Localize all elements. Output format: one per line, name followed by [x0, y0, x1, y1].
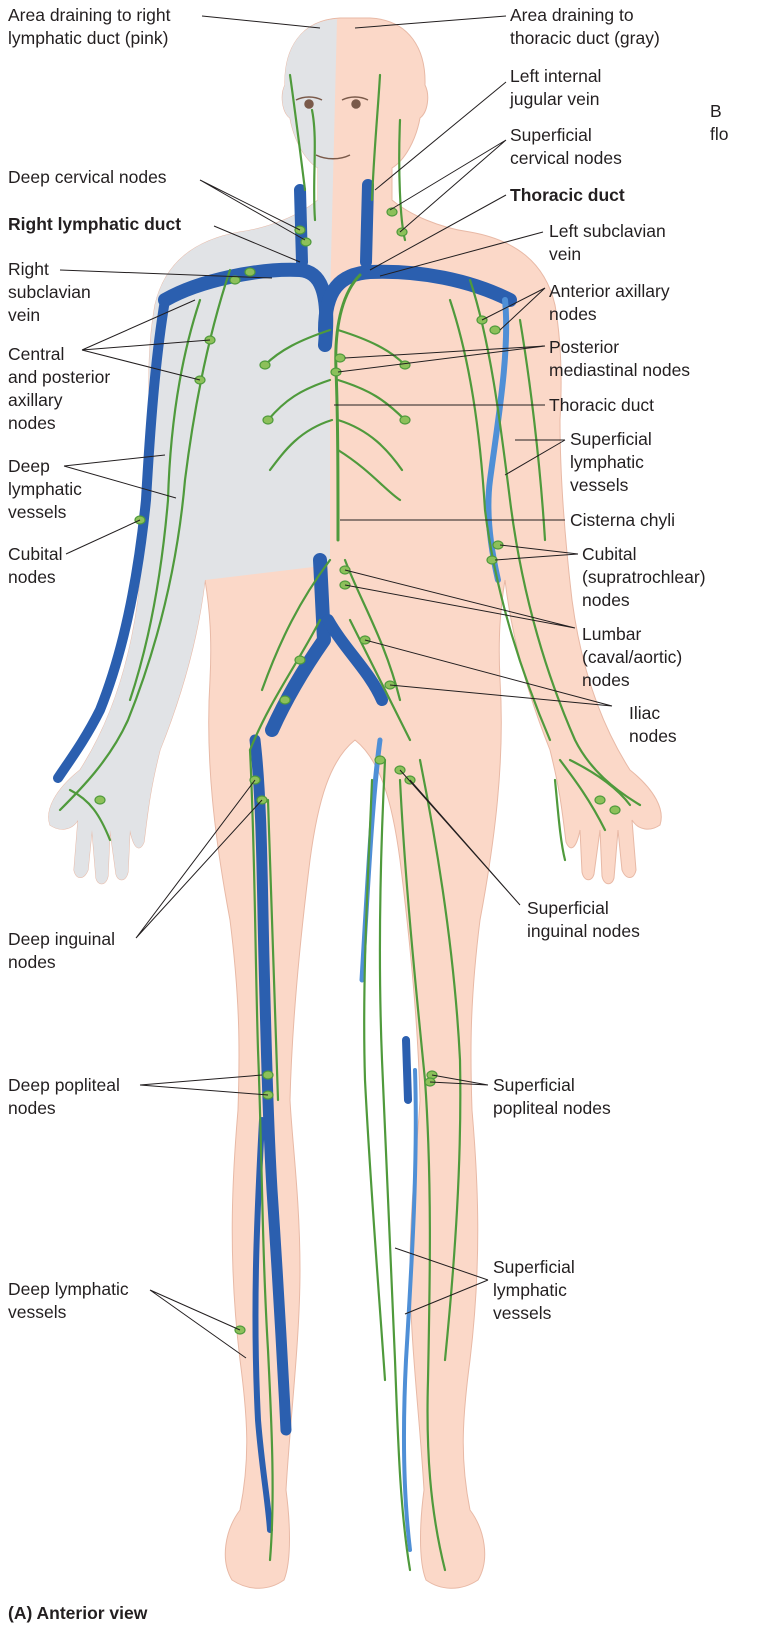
label-superficial-cervical: Superficial cervical nodes [510, 124, 622, 170]
label-anterior-axillary: Anterior axillary nodes [549, 280, 670, 326]
label-cisterna: Cisterna chyli [570, 509, 675, 532]
lymph-node [595, 796, 605, 804]
lymph-node [335, 354, 345, 362]
label-iliac: Iliac nodes [629, 702, 677, 748]
lymph-node [610, 806, 620, 814]
label-cubital-left: Cubital (supratrochlear) nodes [582, 543, 706, 612]
lymph-node [375, 756, 385, 764]
label-deep-inguinal: Deep inguinal nodes [8, 928, 115, 974]
lymph-node [301, 238, 311, 246]
label-superficial-lymphatic-leg: Superficial lymphatic vessels [493, 1256, 575, 1325]
label-left-subclavian: Left subclavian vein [549, 220, 666, 266]
lymph-node [260, 361, 270, 369]
label-deep-cervical: Deep cervical nodes [8, 166, 167, 189]
label-deep-lymphatic-leg: Deep lymphatic vessels [8, 1278, 129, 1324]
cut-off-text: B flo [710, 100, 728, 146]
figure-caption: (A) Anterior view [8, 1602, 147, 1625]
label-deep-popliteal: Deep popliteal nodes [8, 1074, 120, 1120]
lymph-node [295, 656, 305, 664]
lymph-node [490, 326, 500, 334]
lymph-node [95, 796, 105, 804]
lymph-node [280, 696, 290, 704]
label-thoracic-duct-mid: Thoracic duct [549, 394, 654, 417]
label-thoracic-area: Area draining to thoracic duct (gray) [510, 4, 660, 50]
label-right-lymphatic-duct: Right lymphatic duct [8, 213, 181, 236]
label-deep-lymphatic-arm: Deep lymphatic vessels [8, 455, 82, 524]
lymph-node [263, 416, 273, 424]
label-thoracic-duct-top: Thoracic duct [510, 184, 625, 207]
label-superficial-inguinal: Superficial inguinal nodes [527, 897, 640, 943]
label-right-area: Area draining to right lymphatic duct (p… [8, 4, 170, 50]
label-superficial-lymphatic-arm: Superficial lymphatic vessels [570, 428, 652, 497]
label-superficial-popliteal: Superficial popliteal nodes [493, 1074, 611, 1120]
label-central-axillary: Central and posterior axillary nodes [8, 343, 110, 435]
lymph-node [400, 361, 410, 369]
lymph-node [263, 1071, 273, 1079]
left-ijv [366, 185, 368, 262]
lymph-node [400, 416, 410, 424]
label-right-subclavian: Right subclavian vein [8, 258, 91, 327]
label-posterior-mediastinal: Posterior mediastinal nodes [549, 336, 690, 382]
label-lumbar: Lumbar (caval/aortic) nodes [582, 623, 682, 692]
lymph-node [245, 268, 255, 276]
label-cubital-right: Cubital nodes [8, 543, 62, 589]
label-left-ijv: Left internal jugular vein [510, 65, 601, 111]
left-popliteal-vein [406, 1040, 408, 1100]
lymph-node [397, 228, 407, 236]
